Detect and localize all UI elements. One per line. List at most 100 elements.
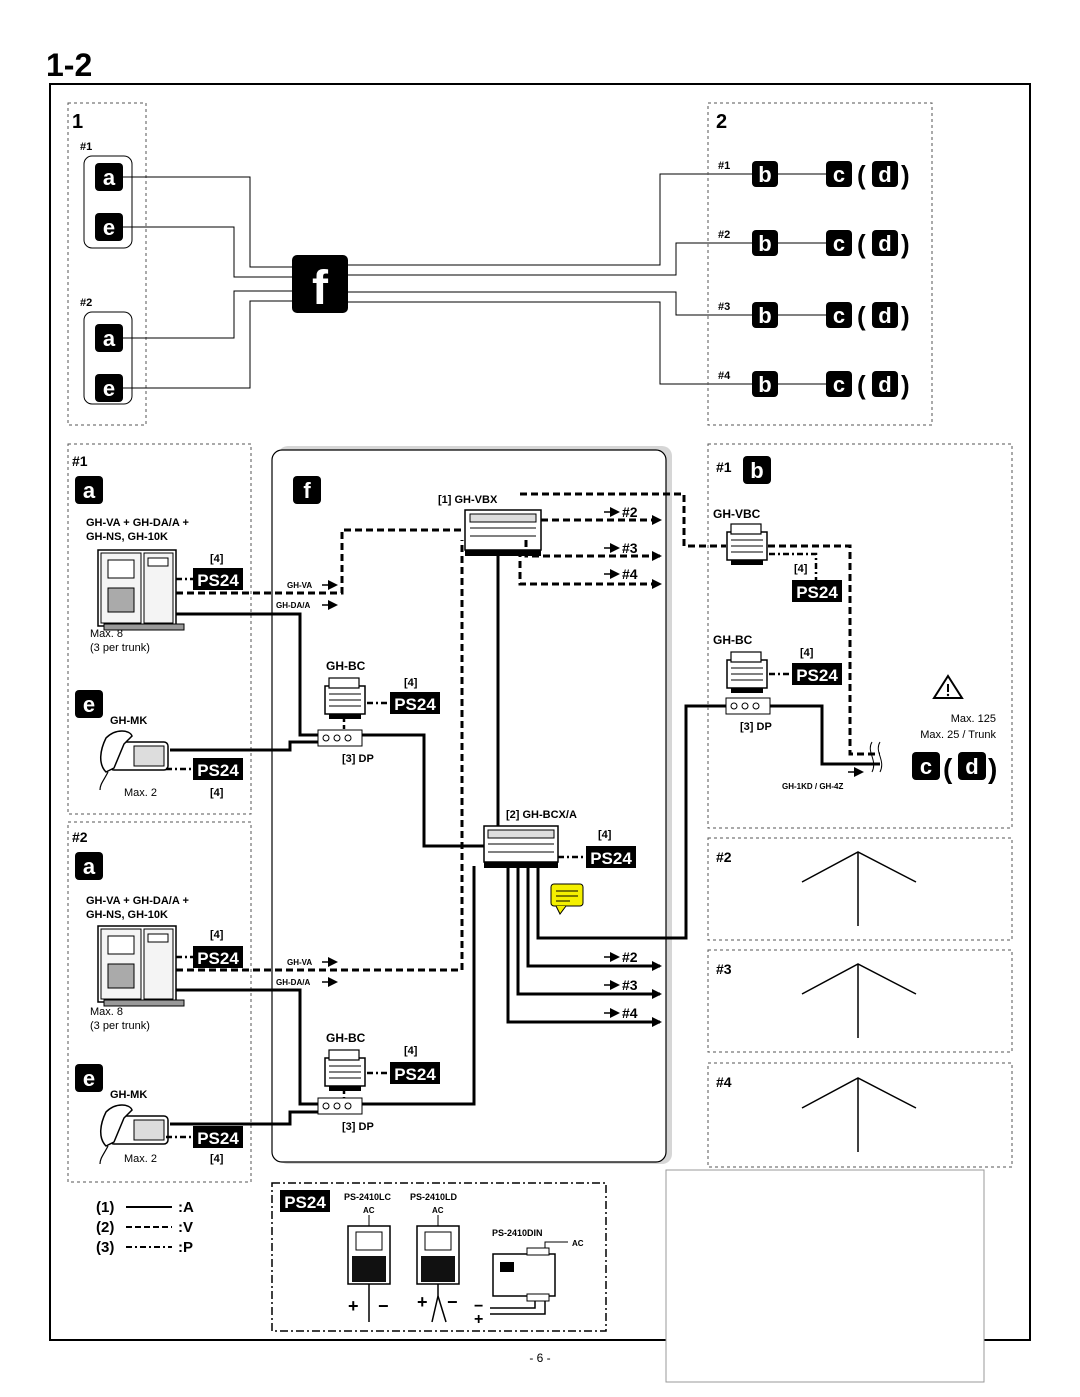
badge-a-1: a: [95, 163, 123, 191]
dp-terminal-2: [317, 1097, 363, 1115]
sig-va-1: GH-VA: [287, 581, 312, 590]
trunk-cd-row: c ( d ): [912, 752, 997, 784]
svg-text:#2: #2: [622, 504, 638, 520]
bcx-ref: [4]: [598, 829, 612, 841]
wire-break-icon: [869, 741, 883, 773]
svg-text:a: a: [83, 478, 96, 503]
station-2-e-ps-ref: [4]: [210, 1153, 224, 1165]
station-1-model-line1: GH-VA + GH-DA/A +: [86, 517, 189, 529]
trunk-row-3: #3 b c ( d ): [718, 301, 910, 331]
psu-lc-plus: +: [348, 1296, 359, 1316]
station-2-ps-ref: [4]: [210, 929, 224, 941]
psu-lc: [347, 1225, 391, 1285]
warning-icon: [932, 674, 964, 699]
svg-text:d: d: [878, 162, 891, 187]
legend-num-2: (2): [96, 1219, 114, 1236]
svg-text:a: a: [103, 326, 116, 351]
ps24-badge-bcx: PS24: [586, 846, 636, 868]
badge-e-detail-2: e: [75, 1064, 103, 1092]
group-1-box: [83, 155, 133, 249]
svg-text:c: c: [833, 162, 845, 187]
ps-model-ld: PS-2410LD: [410, 1192, 458, 1202]
entrance-panel-1: [97, 549, 185, 631]
dp-label-2: [3] DP: [342, 1121, 374, 1133]
handset-1: [99, 730, 169, 791]
note-icon: [550, 883, 584, 915]
dp-label-1: [3] DP: [342, 753, 374, 765]
station-group-2-box: [67, 821, 252, 1183]
badge-f-detail: f: [293, 476, 321, 504]
svg-text:f: f: [303, 478, 311, 503]
svg-text:d: d: [965, 754, 978, 779]
station-2-qty: Max. 8: [90, 1006, 123, 1018]
control-panel: [271, 449, 667, 1163]
entrance-panel-2: [97, 925, 185, 1007]
psu-din: [492, 1247, 556, 1302]
ps24-badge-vbc: PS24: [792, 580, 842, 602]
trunk-bc-label: GH-BC: [713, 633, 753, 647]
ps-model-lc: PS-2410LC: [344, 1192, 392, 1202]
vbc-label: GH-VBC: [713, 507, 761, 521]
svg-text:): ): [901, 229, 910, 259]
trunk-bc-ref: [4]: [800, 647, 814, 659]
vbx-unit: [464, 509, 542, 556]
psu-ld-plus: +: [417, 1292, 428, 1312]
svg-text:): ): [988, 753, 997, 784]
station-1-ps-ref: [4]: [210, 553, 224, 565]
station-group-1-label: #1: [72, 453, 88, 469]
station-2-e-model: GH-MK: [110, 1089, 147, 1101]
svg-text:e: e: [83, 1066, 95, 1091]
ps24-badge-bc2: PS24: [390, 1062, 440, 1084]
zone-1-label: 1: [72, 111, 83, 133]
station-1-e-qty: Max. 2: [124, 787, 157, 799]
svg-text:b: b: [758, 372, 771, 397]
station-1-e-model: GH-MK: [110, 715, 147, 727]
sig-da-1: GH-DA/A: [276, 601, 310, 610]
max-per-trunk: Max. 25 / Trunk: [920, 729, 996, 741]
dp-terminal-1: [317, 729, 363, 747]
section-title: 1-2: [46, 47, 92, 83]
svg-text:#4: #4: [622, 566, 638, 582]
overview-wires: [123, 173, 752, 389]
legend-num-3: (3): [96, 1239, 114, 1256]
ps24-badge-bc1: PS24: [390, 692, 440, 714]
station-2-model-line1: GH-VA + GH-DA/A +: [86, 895, 189, 907]
bc-ref-2: [4]: [404, 1045, 418, 1057]
svg-text:): ): [901, 160, 910, 190]
svg-text:PS24: PS24: [197, 949, 239, 968]
trunk-bc-unit: [726, 651, 768, 694]
svg-text:b: b: [758, 162, 771, 187]
zone-1-box: [67, 102, 147, 426]
svg-text:d: d: [878, 372, 891, 397]
svg-text:(: (: [857, 160, 866, 190]
trunk-2-label: #2: [716, 849, 732, 865]
bc-ref-1: [4]: [404, 677, 418, 689]
badge-e-detail-1: e: [75, 690, 103, 718]
svg-text:b: b: [750, 458, 763, 483]
psu-din-minus: −: [474, 1298, 483, 1315]
station-1-e-ps-ref: [4]: [210, 787, 224, 799]
bc-label-2: GH-BC: [326, 1031, 366, 1045]
station-2-e-qty: Max. 2: [124, 1153, 157, 1165]
psu-ld-minus: −: [447, 1292, 458, 1312]
legend: (1) :A (2) :V (3) :P: [96, 1199, 194, 1256]
svg-text:#3: #3: [622, 977, 638, 993]
svg-text:e: e: [103, 215, 115, 240]
svg-text:#4: #4: [718, 370, 731, 382]
svg-text:#4: #4: [622, 1005, 638, 1021]
zone-2-box: [707, 102, 933, 426]
trunk-3-box: [707, 949, 1013, 1053]
sig-da-2: GH-DA/A: [276, 978, 310, 987]
svg-text:c: c: [833, 231, 845, 256]
svg-text:PS24: PS24: [394, 1065, 436, 1084]
station-1-qty-note: (3 per trunk): [90, 642, 150, 654]
svg-text:PS24: PS24: [796, 666, 838, 685]
psu-ld: [416, 1225, 460, 1285]
vbx-outputs: #2 #3 #4: [622, 504, 638, 582]
svg-text:): ): [901, 370, 910, 400]
trunk-4-box: [707, 1062, 1013, 1168]
ps-model-din: PS-2410DIN: [492, 1228, 543, 1238]
svg-text:PS24: PS24: [197, 1129, 239, 1148]
svg-text:c: c: [920, 754, 932, 779]
